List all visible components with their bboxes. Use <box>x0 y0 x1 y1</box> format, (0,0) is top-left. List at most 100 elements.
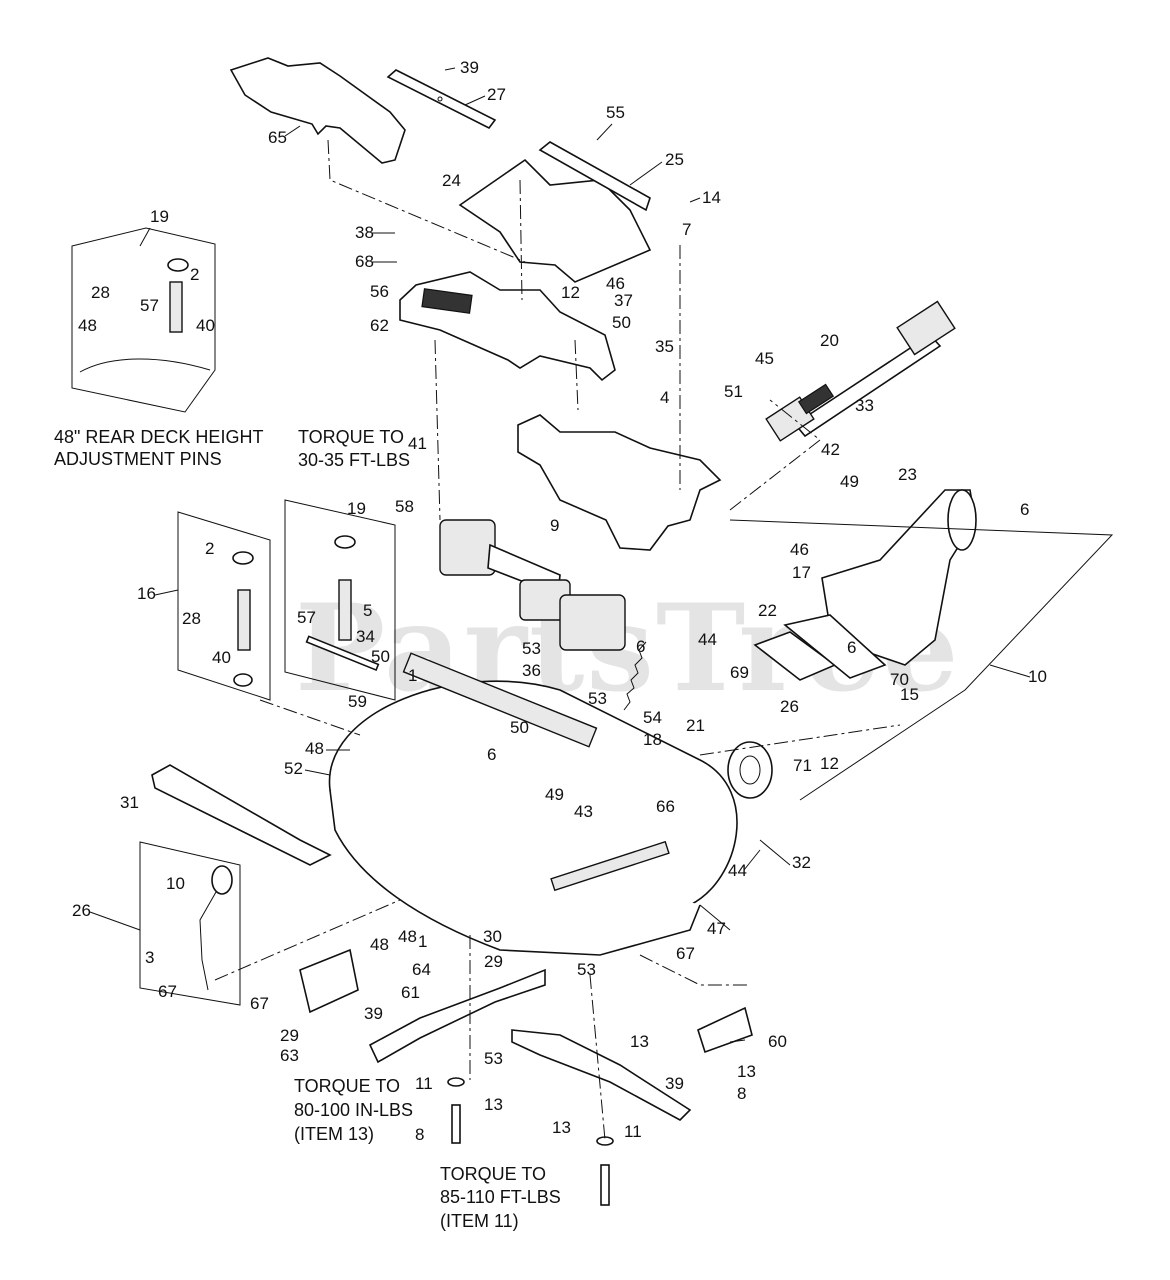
deflector-66 <box>151 764 332 866</box>
callout: 50 <box>510 718 529 737</box>
callout: 48 <box>370 935 389 954</box>
callout: 67 <box>676 944 695 963</box>
bracket-25 <box>538 141 651 212</box>
callout: 62 <box>370 316 389 335</box>
note-line: 30-35 FT-LBS <box>298 450 410 470</box>
callout: 46 <box>606 274 625 293</box>
callout: 12 <box>820 754 839 773</box>
callout: 13 <box>737 1062 756 1081</box>
callout: 13 <box>552 1118 571 1137</box>
driveshaft-20 <box>765 300 956 442</box>
callout: 70 <box>890 670 909 689</box>
callout: 37 <box>614 291 633 310</box>
callout: 11 <box>415 1074 433 1093</box>
spring-36 <box>623 641 647 711</box>
callout: 42 <box>821 440 840 459</box>
callout: 27 <box>487 85 506 104</box>
callout: 53 <box>588 689 607 708</box>
note-rear-deck-pins: 48" REAR DECK HEIGHT ADJUSTMENT PINS <box>54 427 263 469</box>
callout: 5 <box>363 601 372 620</box>
callout: 12 <box>561 283 580 302</box>
blade-61 <box>368 968 546 1064</box>
callout: 51 <box>724 382 743 401</box>
mount-bracket <box>517 414 722 551</box>
callout: 68 <box>355 252 374 271</box>
callout: 32 <box>792 853 811 872</box>
gauge-wheel-18 <box>727 741 773 799</box>
callout: 4 <box>660 388 669 407</box>
callout: 71 <box>793 756 812 775</box>
hinge-bracket-62 <box>399 271 616 382</box>
strap-27 <box>386 69 497 130</box>
callout: 6 <box>847 638 856 657</box>
callout: 18 <box>643 730 662 749</box>
callout: 19 <box>347 499 366 518</box>
callout: 66 <box>656 797 675 816</box>
callout: 55 <box>606 103 625 122</box>
callout: 57 <box>297 608 316 627</box>
callout: 59 <box>348 692 367 711</box>
bolt-11-a <box>447 1077 465 1144</box>
bracket-63 <box>697 1006 753 1054</box>
hinge-plate-22 <box>753 614 887 681</box>
callout: 61 <box>401 983 420 1002</box>
note-line: TORQUE TO <box>440 1164 546 1184</box>
callout: 41 <box>408 434 427 453</box>
callout: 36 <box>522 661 541 680</box>
cover-plate-24 <box>458 158 652 283</box>
callout: 40 <box>196 316 215 335</box>
callout: 29 <box>280 1026 299 1045</box>
callout: 56 <box>370 282 389 301</box>
callout: 39 <box>665 1074 684 1093</box>
callout: 63 <box>280 1046 299 1065</box>
callout: 65 <box>268 128 287 147</box>
callout: 40 <box>212 648 231 667</box>
callout: 17 <box>792 563 811 582</box>
callout: 6 <box>1020 500 1029 519</box>
note-torque-item-11: TORQUE TO 85-110 FT-LBS (ITEM 11) <box>440 1164 561 1231</box>
note-line: (ITEM 11) <box>440 1211 519 1231</box>
note-line: 85-110 FT-LBS <box>440 1187 561 1207</box>
callout: 6 <box>487 745 496 764</box>
note-line: TORQUE TO <box>298 427 404 447</box>
note-line: TORQUE TO <box>294 1076 400 1096</box>
callout: 26 <box>780 697 799 716</box>
callout: 69 <box>730 663 749 682</box>
callout: 44 <box>728 861 747 880</box>
callout: 49 <box>840 472 859 491</box>
gearbox-58 <box>439 519 626 651</box>
callout: 6 <box>636 637 645 656</box>
callout: 23 <box>898 465 917 484</box>
note-line: 80-100 IN-LBS <box>294 1100 413 1120</box>
bracket-64 <box>299 948 359 1014</box>
callout: 46 <box>790 540 809 559</box>
callout: 50 <box>612 313 631 332</box>
callout: 13 <box>484 1095 503 1114</box>
callout: 64 <box>412 960 431 979</box>
callout: 1 <box>418 932 427 951</box>
callout: 60 <box>768 1032 787 1051</box>
callout: 67 <box>250 994 269 1013</box>
note-line: ADJUSTMENT PINS <box>54 449 222 469</box>
callout: 3 <box>145 948 154 967</box>
callout: 22 <box>758 601 777 620</box>
callout: 24 <box>442 171 461 190</box>
callout: 28 <box>91 283 110 302</box>
note-torque-item-13: TORQUE TO 80-100 IN-LBS (ITEM 13) <box>294 1076 413 1144</box>
mower-deck <box>328 652 738 956</box>
inset-rear-pins <box>71 227 216 413</box>
callout: 16 <box>137 584 156 603</box>
callout: 53 <box>577 960 596 979</box>
leader-lines <box>89 67 1031 1043</box>
callout: 20 <box>820 331 839 350</box>
callout: 44 <box>698 630 717 649</box>
callout: 48 <box>305 739 324 758</box>
callout: 10 <box>166 874 185 893</box>
callout: 50 <box>371 647 390 666</box>
callout: 58 <box>395 497 414 516</box>
inset-pins-19 <box>284 499 396 701</box>
callout: 11 <box>624 1122 642 1141</box>
note-torque-gearbox: TORQUE TO 30-35 FT-LBS <box>298 427 410 470</box>
callout: 52 <box>284 759 303 778</box>
